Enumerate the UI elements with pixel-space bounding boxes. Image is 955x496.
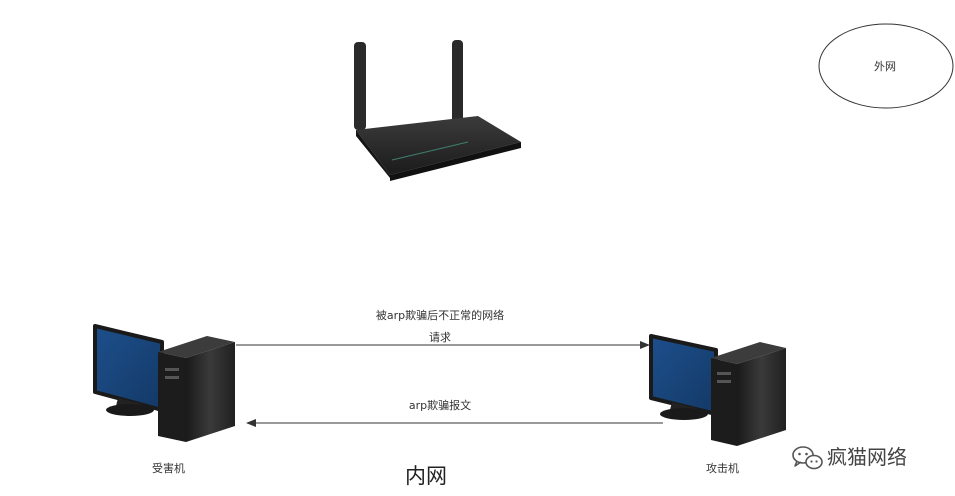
router-icon — [354, 40, 521, 181]
arp-spoof-label: arp欺骗报文 — [408, 399, 472, 412]
attacker-computer-icon — [649, 334, 786, 446]
attacker-label: 攻击机 — [706, 462, 739, 475]
wechat-icon — [792, 446, 823, 470]
watermark-text: 疯猫网络 — [827, 445, 907, 469]
external-network-node — [818, 23, 954, 109]
watermark: 疯猫网络 — [787, 441, 907, 470]
victim-computer-icon — [93, 324, 235, 442]
victim-label: 受害机 — [152, 462, 185, 475]
request-arrow-label: 被arp欺骗后不正常的网络 请求 — [350, 305, 530, 349]
request-arrow-label-line2: 请求 — [429, 331, 451, 344]
lan-label: 内网 — [405, 464, 447, 488]
request-arrow-label-line1: 被arp欺骗后不正常的网络 — [375, 309, 505, 322]
external-network-label: 外网 — [874, 60, 896, 73]
